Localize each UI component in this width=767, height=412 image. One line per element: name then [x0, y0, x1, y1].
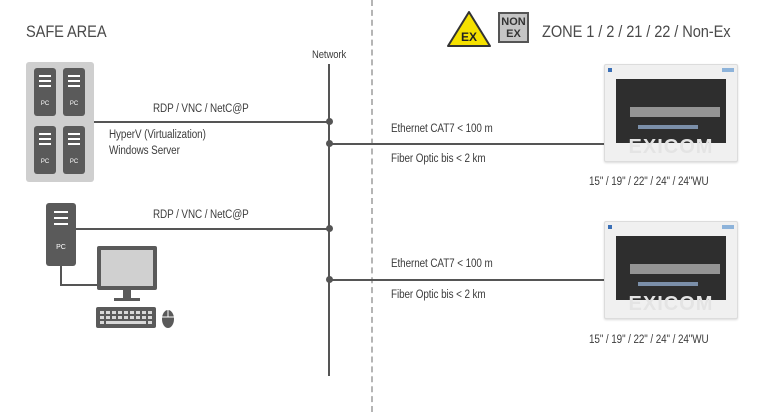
lower-sizes-label: 15" / 19" / 22" / 24" / 24"WU	[589, 334, 709, 346]
network-label: Network	[312, 49, 347, 61]
lower-fiber-label: Fiber Optic bis < 2 km	[391, 289, 486, 301]
panel-screen	[616, 79, 726, 143]
zone-heading: ZONE 1 / 2 / 21 / 22 / Non-Ex	[542, 22, 731, 41]
network-backbone	[328, 64, 330, 376]
non-ex-line1: NON	[501, 16, 526, 28]
rack-desc-line1: HyperV (Virtualization)	[109, 129, 206, 141]
upper-ethernet-label: Ethernet CAT7 < 100 m	[391, 123, 493, 135]
pc-tower-icon: PC	[46, 203, 76, 266]
ex-warning-icon: EX	[447, 11, 491, 47]
pc-link-label: RDP / VNC / NetC@P	[153, 209, 249, 221]
upper-connection-line	[328, 143, 612, 145]
upper-fiber-label: Fiber Optic bis < 2 km	[391, 153, 486, 165]
safe-area-heading: SAFE AREA	[26, 22, 107, 41]
rack-link-label: RDP / VNC / NetC@P	[153, 103, 249, 115]
panel-watermark: EXICOM	[628, 136, 714, 158]
server-pc-icon: PC	[34, 126, 56, 174]
panel-watermark: EXICOM	[628, 293, 714, 315]
junction-dot	[326, 225, 333, 232]
server-pc-icon: PC	[63, 68, 85, 116]
hmi-panel-lower: EXICOM	[604, 221, 738, 319]
pc-network-line	[76, 228, 330, 230]
non-ex-line2: EX	[506, 28, 521, 40]
rack-desc-line2: Windows Server	[109, 145, 180, 157]
non-ex-badge: NON EX	[498, 12, 529, 43]
server-pc-icon: PC	[63, 126, 85, 174]
hmi-panel-upper: EXICOM	[604, 64, 738, 162]
server-pc-icon: PC	[34, 68, 56, 116]
rack-network-line	[94, 121, 330, 123]
zone-divider	[371, 0, 373, 412]
lower-ethernet-label: Ethernet CAT7 < 100 m	[391, 258, 493, 270]
lower-connection-line	[328, 279, 612, 281]
upper-sizes-label: 15" / 19" / 22" / 24" / 24"WU	[589, 176, 709, 188]
workstation-icon	[60, 246, 174, 328]
junction-dot	[326, 118, 333, 125]
ex-badge-text: EX	[461, 30, 477, 44]
junction-dot	[326, 140, 333, 147]
junction-dot	[326, 276, 333, 283]
panel-screen	[616, 236, 726, 300]
server-rack: PC PC PC PC	[26, 62, 94, 182]
